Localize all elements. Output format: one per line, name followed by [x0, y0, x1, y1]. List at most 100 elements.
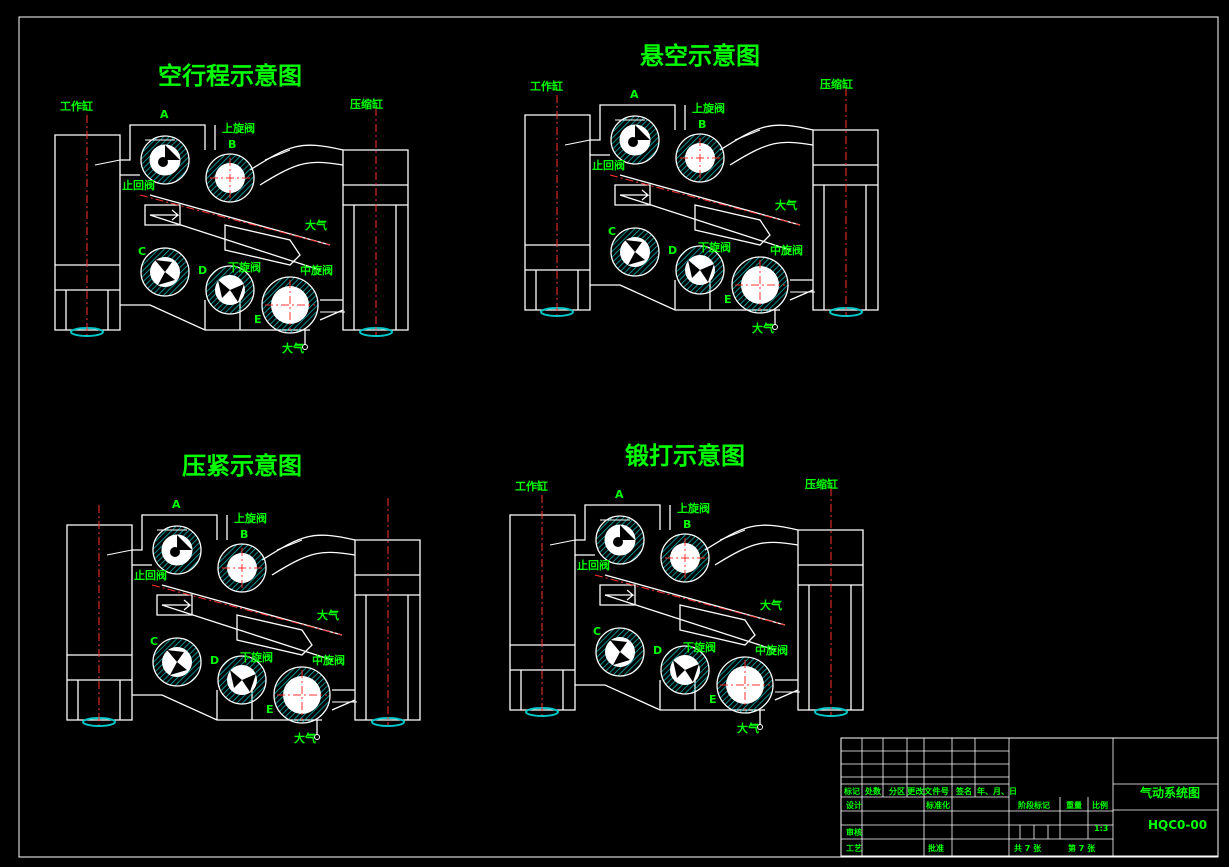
label-a: A — [615, 488, 624, 501]
tb-weight: 重量 — [1066, 800, 1082, 810]
tb-mark: 标记 — [843, 786, 860, 796]
panels: 空行程示意图 工作缸 压缩缸 A B 上旋阀 止回阀 大气 C D 下旋阀 中旋… — [54, 42, 879, 745]
label-middle-valve: 中旋阀 — [312, 653, 345, 667]
label-check-valve: 止回阀 — [577, 558, 610, 572]
valve-body — [590, 104, 814, 311]
label-check-valve: 止回阀 — [592, 158, 625, 172]
label-d: D — [653, 644, 662, 657]
label-atmosphere-2: 大气 — [294, 731, 316, 745]
valve-c — [140, 247, 190, 297]
label-d: D — [668, 244, 677, 257]
label-a: A — [630, 88, 639, 101]
work-cylinder — [524, 95, 591, 317]
valve-c — [152, 637, 202, 687]
label-c: C — [150, 635, 158, 648]
label-lower-valve: 下旋阀 — [683, 640, 716, 654]
panel-title: 悬空示意图 — [640, 42, 760, 70]
tb-sheet-no: 第 7 张 — [1068, 843, 1096, 853]
tb-standard: 标准化 — [925, 800, 950, 810]
label-compression-cylinder: 压缩缸 — [820, 77, 853, 91]
flow-arrows — [564, 119, 815, 293]
tb-change-doc: 更改文件号 — [907, 786, 949, 796]
label-atmosphere-1: 大气 — [305, 218, 327, 232]
valve-a — [595, 515, 645, 565]
compression-cylinder — [354, 498, 421, 727]
label-e: E — [266, 703, 274, 716]
flow-arrows — [94, 139, 345, 313]
label-lower-valve: 下旋阀 — [228, 260, 261, 274]
tb-design: 设计 — [846, 800, 862, 810]
label-atmosphere-2: 大气 — [752, 321, 774, 335]
panel-title: 空行程示意图 — [158, 62, 302, 90]
valve-a — [610, 115, 660, 165]
valve-body — [575, 504, 799, 711]
flow-arrows — [549, 519, 800, 693]
valve-c — [595, 627, 645, 677]
label-e: E — [724, 293, 732, 306]
label-middle-valve: 中旋阀 — [755, 643, 788, 657]
valve-e — [261, 276, 319, 350]
title-block: 标记 处数 分区 更改文件号 签名 年、月、日 设计 标准化 阶段标记 重量 比… — [840, 737, 1219, 857]
valve-d — [660, 645, 710, 695]
label-upper-valve: 上旋阀 — [234, 511, 267, 525]
valve-d — [675, 245, 725, 295]
label-upper-valve: 上旋阀 — [222, 121, 255, 135]
label-compression-cylinder: 压缩缸 — [805, 477, 838, 491]
label-c: C — [608, 225, 616, 238]
valve-b — [205, 153, 255, 203]
label-c: C — [593, 625, 601, 638]
compression-cylinder — [797, 488, 864, 717]
tb-scale-value: 1:3 — [1094, 824, 1108, 833]
label-atmosphere-2: 大气 — [737, 721, 759, 735]
compression-cylinder — [812, 88, 879, 317]
tb-approve: 批准 — [928, 843, 944, 853]
label-e: E — [709, 693, 717, 706]
valve-b — [675, 133, 725, 183]
label-work-cylinder: 工作缸 — [530, 79, 563, 93]
valve-c — [610, 227, 660, 277]
tb-count: 处数 — [864, 786, 882, 796]
tb-sheets-total: 共 7 张 — [1014, 843, 1042, 853]
tb-scale-label: 比例 — [1092, 800, 1108, 810]
panel-forging: 锻打示意图 工作缸 压缩缸 A B 上旋阀 止回阀 大气 C D 下旋阀 中旋阀… — [509, 442, 864, 735]
tb-drawing-no: HQC0-00 — [1148, 818, 1207, 832]
flow-arrows — [106, 529, 357, 703]
label-lower-valve: 下旋阀 — [240, 650, 273, 664]
label-atmosphere-1: 大气 — [317, 608, 339, 622]
panel-idle-stroke: 空行程示意图 工作缸 压缩缸 A B 上旋阀 止回阀 大气 C D 下旋阀 中旋… — [54, 62, 409, 355]
label-upper-valve: 上旋阀 — [677, 501, 710, 515]
valve-d — [217, 655, 267, 705]
label-upper-valve: 上旋阀 — [692, 101, 725, 115]
label-b: B — [698, 118, 706, 131]
label-work-cylinder: 工作缸 — [515, 479, 548, 493]
label-a: A — [172, 498, 181, 511]
work-cylinder — [509, 495, 576, 717]
label-compression-cylinder: 压缩缸 — [350, 97, 383, 111]
tb-review: 审核 — [846, 827, 862, 837]
label-atmosphere-1: 大气 — [760, 598, 782, 612]
valve-e — [273, 666, 331, 740]
label-middle-valve: 中旋阀 — [770, 243, 803, 257]
label-atmosphere-1: 大气 — [775, 198, 797, 212]
work-cylinder — [54, 115, 121, 337]
panel-title: 锻打示意图 — [625, 442, 745, 470]
drawing-border — [18, 16, 1219, 858]
valve-e — [716, 656, 774, 730]
valve-b — [217, 543, 267, 593]
tb-zone: 分区 — [889, 786, 905, 796]
label-b: B — [683, 518, 691, 531]
label-middle-valve: 中旋阀 — [300, 263, 333, 277]
valve-e — [731, 256, 789, 330]
valve-body — [132, 514, 356, 721]
label-a: A — [160, 108, 169, 121]
label-c: C — [138, 245, 146, 258]
label-b: B — [240, 528, 248, 541]
panel-clamping: 压紧示意图 A B 上旋阀 止回阀 大气 C D 下旋阀 中旋阀 E 大气 — [66, 452, 421, 745]
valve-a — [152, 525, 202, 575]
tb-drawing-name: 气动系统图 — [1139, 785, 1200, 800]
tb-date: 年、月、日 — [977, 786, 1017, 796]
tb-sign: 签名 — [955, 786, 972, 796]
panel-suspended: 悬空示意图 工作缸 压缩缸 A B 上旋阀 止回阀 大气 C D 下旋阀 中旋阀… — [524, 42, 879, 335]
valve-a — [140, 135, 190, 185]
label-d: D — [198, 264, 207, 277]
